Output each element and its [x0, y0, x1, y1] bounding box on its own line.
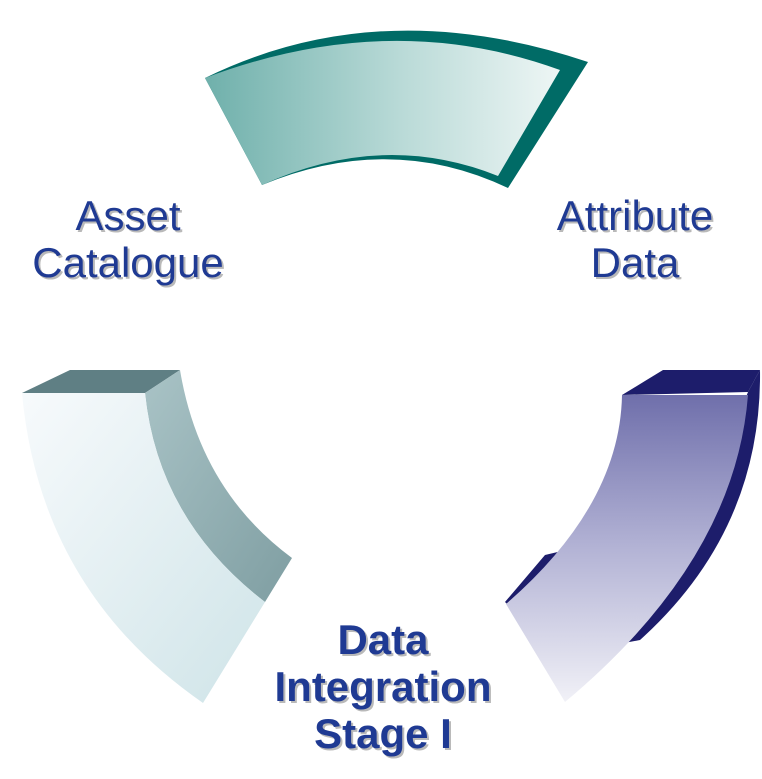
left-segment-cap — [22, 370, 180, 393]
attribute-data-label: Attribute Data — [525, 192, 745, 286]
integration-label-line1: Data — [337, 616, 429, 663]
asset-catalogue-label: Asset Catalogue — [18, 192, 238, 286]
integration-label-line3: Stage I — [314, 710, 452, 758]
data-integration-label: Data Integration Stage I — [250, 616, 516, 757]
left-segment-face — [22, 393, 265, 703]
asset-label-line1: Asset — [75, 192, 181, 239]
integration-label-line2: Integration — [274, 663, 492, 711]
attribute-label-line1: Attribute — [556, 192, 714, 239]
left-segment-inner — [145, 370, 292, 602]
right-segment — [505, 370, 761, 702]
right-segment-cap — [622, 370, 760, 395]
right-segment-face — [506, 395, 748, 702]
asset-label-line2: Catalogue — [32, 239, 224, 287]
top-segment — [205, 30, 588, 188]
left-segment — [22, 370, 292, 703]
top-segment-face — [205, 40, 560, 186]
attribute-label-line2: Data — [590, 239, 680, 287]
